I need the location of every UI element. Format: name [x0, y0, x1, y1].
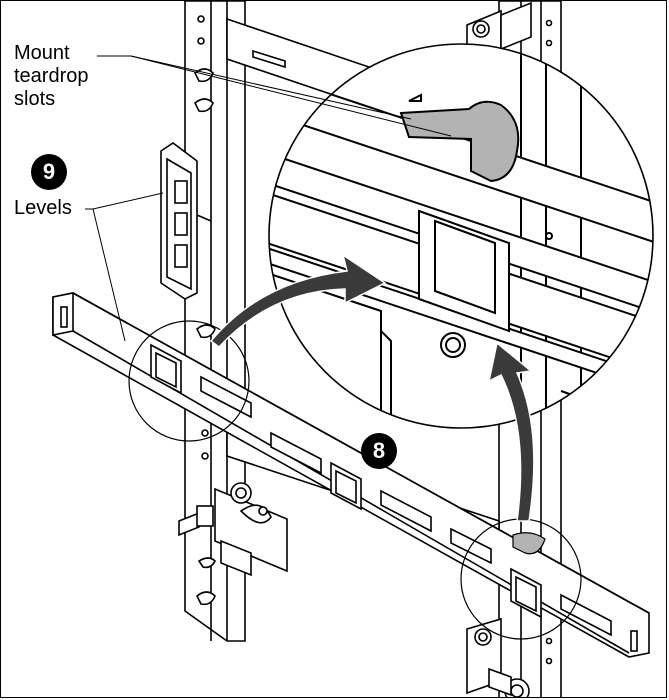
- step-8-badge: 8: [361, 433, 397, 469]
- bracket-hardware-lower-right: [466, 617, 530, 697]
- mount-slots-label-line1: Mount: [14, 42, 70, 64]
- clip-level: [160, 142, 212, 300]
- leader-lines: [85, 55, 452, 342]
- levels-label: Levels: [14, 197, 72, 219]
- detail-circle-left: [128, 320, 250, 442]
- zoom-detail: [268, 43, 654, 429]
- left-vertical-rail: [184, 1, 246, 642]
- curved-arrows: [209, 253, 535, 522]
- long-level: [52, 292, 650, 658]
- bracket-hardware-lower: [178, 482, 288, 577]
- gray-slot-highlight: [512, 532, 546, 555]
- step-9-badge: 9: [31, 154, 67, 190]
- mount-slots-label-line3: slots: [14, 88, 56, 110]
- mount-slots-label-line2: teardrop: [14, 65, 89, 87]
- mount-slots-label: Mount teardrop slots: [14, 42, 89, 111]
